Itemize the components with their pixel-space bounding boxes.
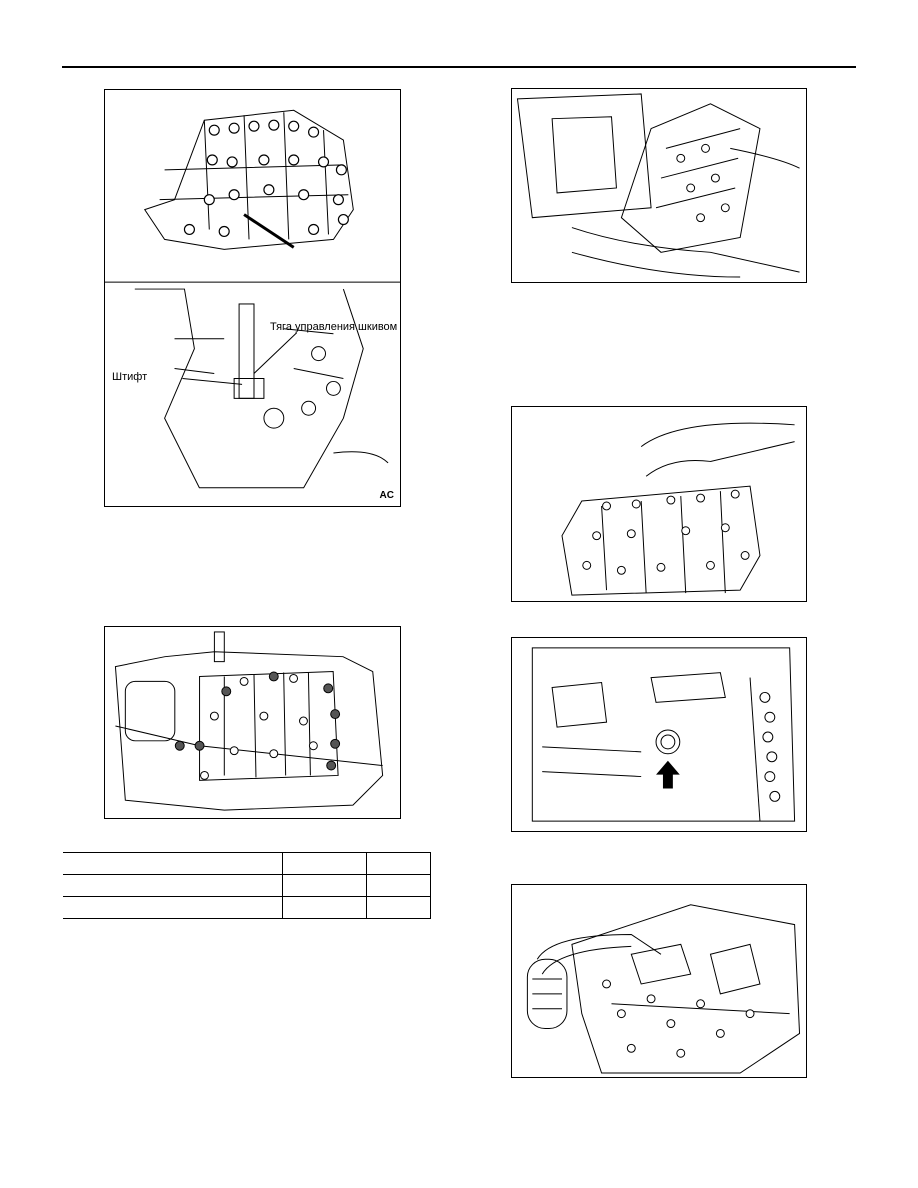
figure-remove-valve-body xyxy=(511,88,807,283)
table-cell xyxy=(282,874,367,897)
table-cell xyxy=(63,852,283,875)
spec-table xyxy=(63,852,431,919)
table-cell xyxy=(366,852,431,875)
corner-code: AC xyxy=(379,490,394,501)
valve-body-bolts-illustration xyxy=(114,631,384,811)
table-row xyxy=(63,852,431,875)
valve-body-harness-illustration xyxy=(526,904,801,1074)
label-pin: Штифт xyxy=(112,371,148,383)
valve-body-illustration xyxy=(105,109,400,489)
valve-body-hand-illustration xyxy=(561,422,795,596)
figure-case-plug-arrow xyxy=(511,637,807,832)
table-cell xyxy=(366,874,431,897)
table-row xyxy=(63,874,431,897)
table-row xyxy=(63,896,431,919)
header-rule xyxy=(62,66,856,68)
table-cell xyxy=(282,896,367,919)
case-plug-illustration xyxy=(531,647,796,822)
figure-valve-body-hand xyxy=(511,406,807,602)
table-cell xyxy=(282,852,367,875)
label-pulley-control-link: Тяга управления шкивом xyxy=(270,321,398,333)
remove-valve-body-illustration xyxy=(516,93,800,278)
table-cell xyxy=(366,896,431,919)
figure-valve-body-pulley-link: Тяга управления шкивом Штифт AC xyxy=(104,89,401,507)
arrow-up-icon xyxy=(656,760,680,789)
figure-valve-body-harness xyxy=(511,884,807,1078)
table-cell xyxy=(63,874,283,897)
table-cell xyxy=(63,896,283,919)
figure-valve-body-bolts xyxy=(104,626,401,819)
